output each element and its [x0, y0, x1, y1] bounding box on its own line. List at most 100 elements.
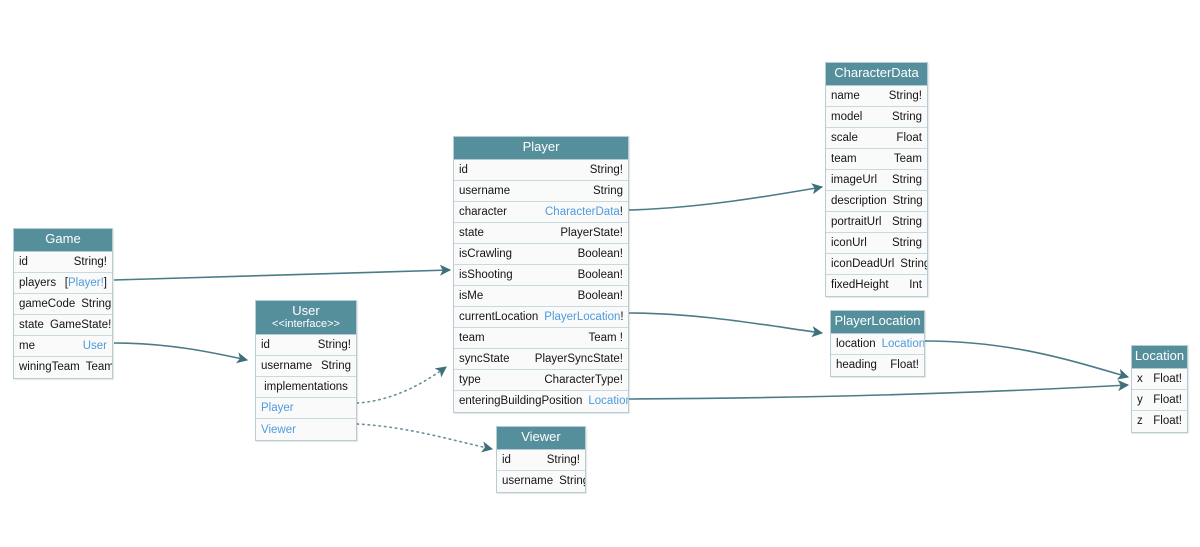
- entity-user-name: User: [292, 303, 320, 318]
- field-type: String: [891, 110, 922, 123]
- field-name: id: [19, 255, 28, 268]
- field-type: String!: [888, 89, 922, 102]
- field-name: syncState: [459, 352, 510, 365]
- entity-game[interactable]: Game id String! players [Player!] gameCo…: [13, 228, 113, 379]
- field-row[interactable]: iconUrl String: [826, 232, 927, 254]
- field-row[interactable]: name String!: [826, 85, 927, 107]
- field-row[interactable]: iconDeadUrl String: [826, 253, 927, 275]
- field-row[interactable]: y Float!: [1132, 389, 1187, 411]
- field-type: Team !: [588, 331, 623, 344]
- field-row[interactable]: isShooting Boolean!: [454, 264, 628, 286]
- field-name: portraitUrl: [831, 215, 882, 228]
- field-name: players: [19, 276, 57, 289]
- field-type: Location!: [881, 337, 924, 350]
- field-name: id: [502, 453, 511, 466]
- field-row[interactable]: currentLocation PlayerLocation!: [454, 306, 628, 328]
- field-type: String: [900, 257, 927, 270]
- field-name: gameCode: [19, 297, 76, 310]
- field-row[interactable]: team Team: [826, 148, 927, 170]
- field-name: username: [459, 184, 511, 197]
- entity-location[interactable]: Location x Float! y Float! z Float!: [1131, 345, 1188, 433]
- field-name: enteringBuildingPosition: [459, 395, 583, 408]
- field-name: isCrawling: [459, 247, 513, 260]
- field-row[interactable]: state PlayerState!: [454, 222, 628, 244]
- field-type: String!: [317, 339, 351, 352]
- field-type: String!: [81, 297, 112, 310]
- field-row[interactable]: state GameState!: [14, 314, 112, 336]
- field-type: Boolean!: [577, 268, 623, 281]
- field-type: Float!: [1153, 415, 1182, 428]
- field-name: username: [502, 475, 554, 488]
- field-type: String: [891, 215, 922, 228]
- field-type: CharacterType!: [544, 373, 623, 386]
- implementation-name: Player: [261, 402, 294, 415]
- field-row[interactable]: me User: [14, 335, 112, 357]
- field-row[interactable]: location Location!: [831, 333, 924, 355]
- field-type: String!: [546, 453, 580, 466]
- field-row[interactable]: imageUrl String: [826, 169, 927, 191]
- field-name: location: [836, 337, 876, 350]
- field-row[interactable]: isMe Boolean!: [454, 285, 628, 307]
- field-name: team: [459, 331, 485, 344]
- field-name: heading: [836, 359, 877, 372]
- field-row[interactable]: x Float!: [1132, 368, 1187, 390]
- field-row[interactable]: username String: [497, 470, 585, 492]
- field-row[interactable]: type CharacterType!: [454, 369, 628, 391]
- edge-player-currentlocation-to-playerlocation: [628, 312, 824, 338]
- field-name: fixedHeight: [831, 279, 889, 292]
- field-row[interactable]: syncState PlayerSyncState!: [454, 348, 628, 370]
- field-row[interactable]: username String: [256, 356, 356, 378]
- field-row[interactable]: gameCode String!: [14, 293, 112, 315]
- field-row[interactable]: team Team !: [454, 327, 628, 349]
- entity-user[interactable]: User <<interface>> id String! username S…: [255, 300, 357, 442]
- entity-player-title: Player: [454, 137, 628, 160]
- field-type: [Player!]: [64, 276, 107, 289]
- field-type: Int: [909, 279, 922, 292]
- entity-player-location[interactable]: PlayerLocation location Location! headin…: [830, 310, 925, 377]
- field-row[interactable]: id String!: [497, 449, 585, 471]
- field-name: isShooting: [459, 268, 513, 281]
- field-row[interactable]: id String!: [14, 251, 112, 273]
- entity-player[interactable]: Player id String! username String charac…: [453, 136, 629, 413]
- field-name: username: [261, 360, 313, 373]
- field-type: Team: [85, 361, 112, 374]
- entity-viewer[interactable]: Viewer id String! username String: [496, 426, 586, 493]
- field-name: iconDeadUrl: [831, 257, 895, 270]
- field-row[interactable]: description String: [826, 190, 927, 212]
- field-name: scale: [831, 131, 858, 144]
- field-row[interactable]: username String: [454, 180, 628, 202]
- field-type: String: [891, 173, 922, 186]
- field-row[interactable]: scale Float: [826, 127, 927, 149]
- field-row[interactable]: winingTeam Team: [14, 356, 112, 378]
- implementation-row-player[interactable]: Player: [256, 398, 356, 420]
- entity-user-title: User <<interface>>: [256, 301, 356, 336]
- field-row[interactable]: isCrawling Boolean!: [454, 243, 628, 265]
- edge-playerlocation-location-to-location: [924, 340, 1130, 380]
- field-name: y: [1137, 393, 1143, 406]
- field-type: PlayerState!: [560, 226, 623, 239]
- field-row[interactable]: id String!: [454, 159, 628, 181]
- field-row[interactable]: heading Float!: [831, 354, 924, 376]
- field-name: id: [261, 339, 270, 352]
- field-name: z: [1137, 415, 1143, 428]
- field-name: id: [459, 163, 468, 176]
- field-row[interactable]: character CharacterData!: [454, 201, 628, 223]
- implementation-row-viewer[interactable]: Viewer: [256, 419, 356, 441]
- field-name: description: [831, 194, 887, 207]
- field-name: state: [19, 318, 44, 331]
- field-row[interactable]: id String!: [256, 335, 356, 357]
- field-row[interactable]: fixedHeight Int: [826, 274, 927, 296]
- field-row[interactable]: enteringBuildingPosition Location: [454, 390, 628, 412]
- edge-player-enteringbuildingposition-to-location: [628, 379, 1130, 400]
- field-name: iconUrl: [831, 236, 867, 249]
- entity-player-location-title: PlayerLocation: [831, 311, 924, 334]
- field-type: GameState!: [49, 318, 112, 331]
- field-row[interactable]: portraitUrl String: [826, 211, 927, 233]
- field-row[interactable]: z Float!: [1132, 410, 1187, 432]
- field-row[interactable]: model String: [826, 106, 927, 128]
- entity-character-data[interactable]: CharacterData name String! model String …: [825, 62, 928, 297]
- field-name: imageUrl: [831, 173, 878, 186]
- implementation-name: Viewer: [261, 423, 296, 436]
- field-row[interactable]: players [Player!]: [14, 272, 112, 294]
